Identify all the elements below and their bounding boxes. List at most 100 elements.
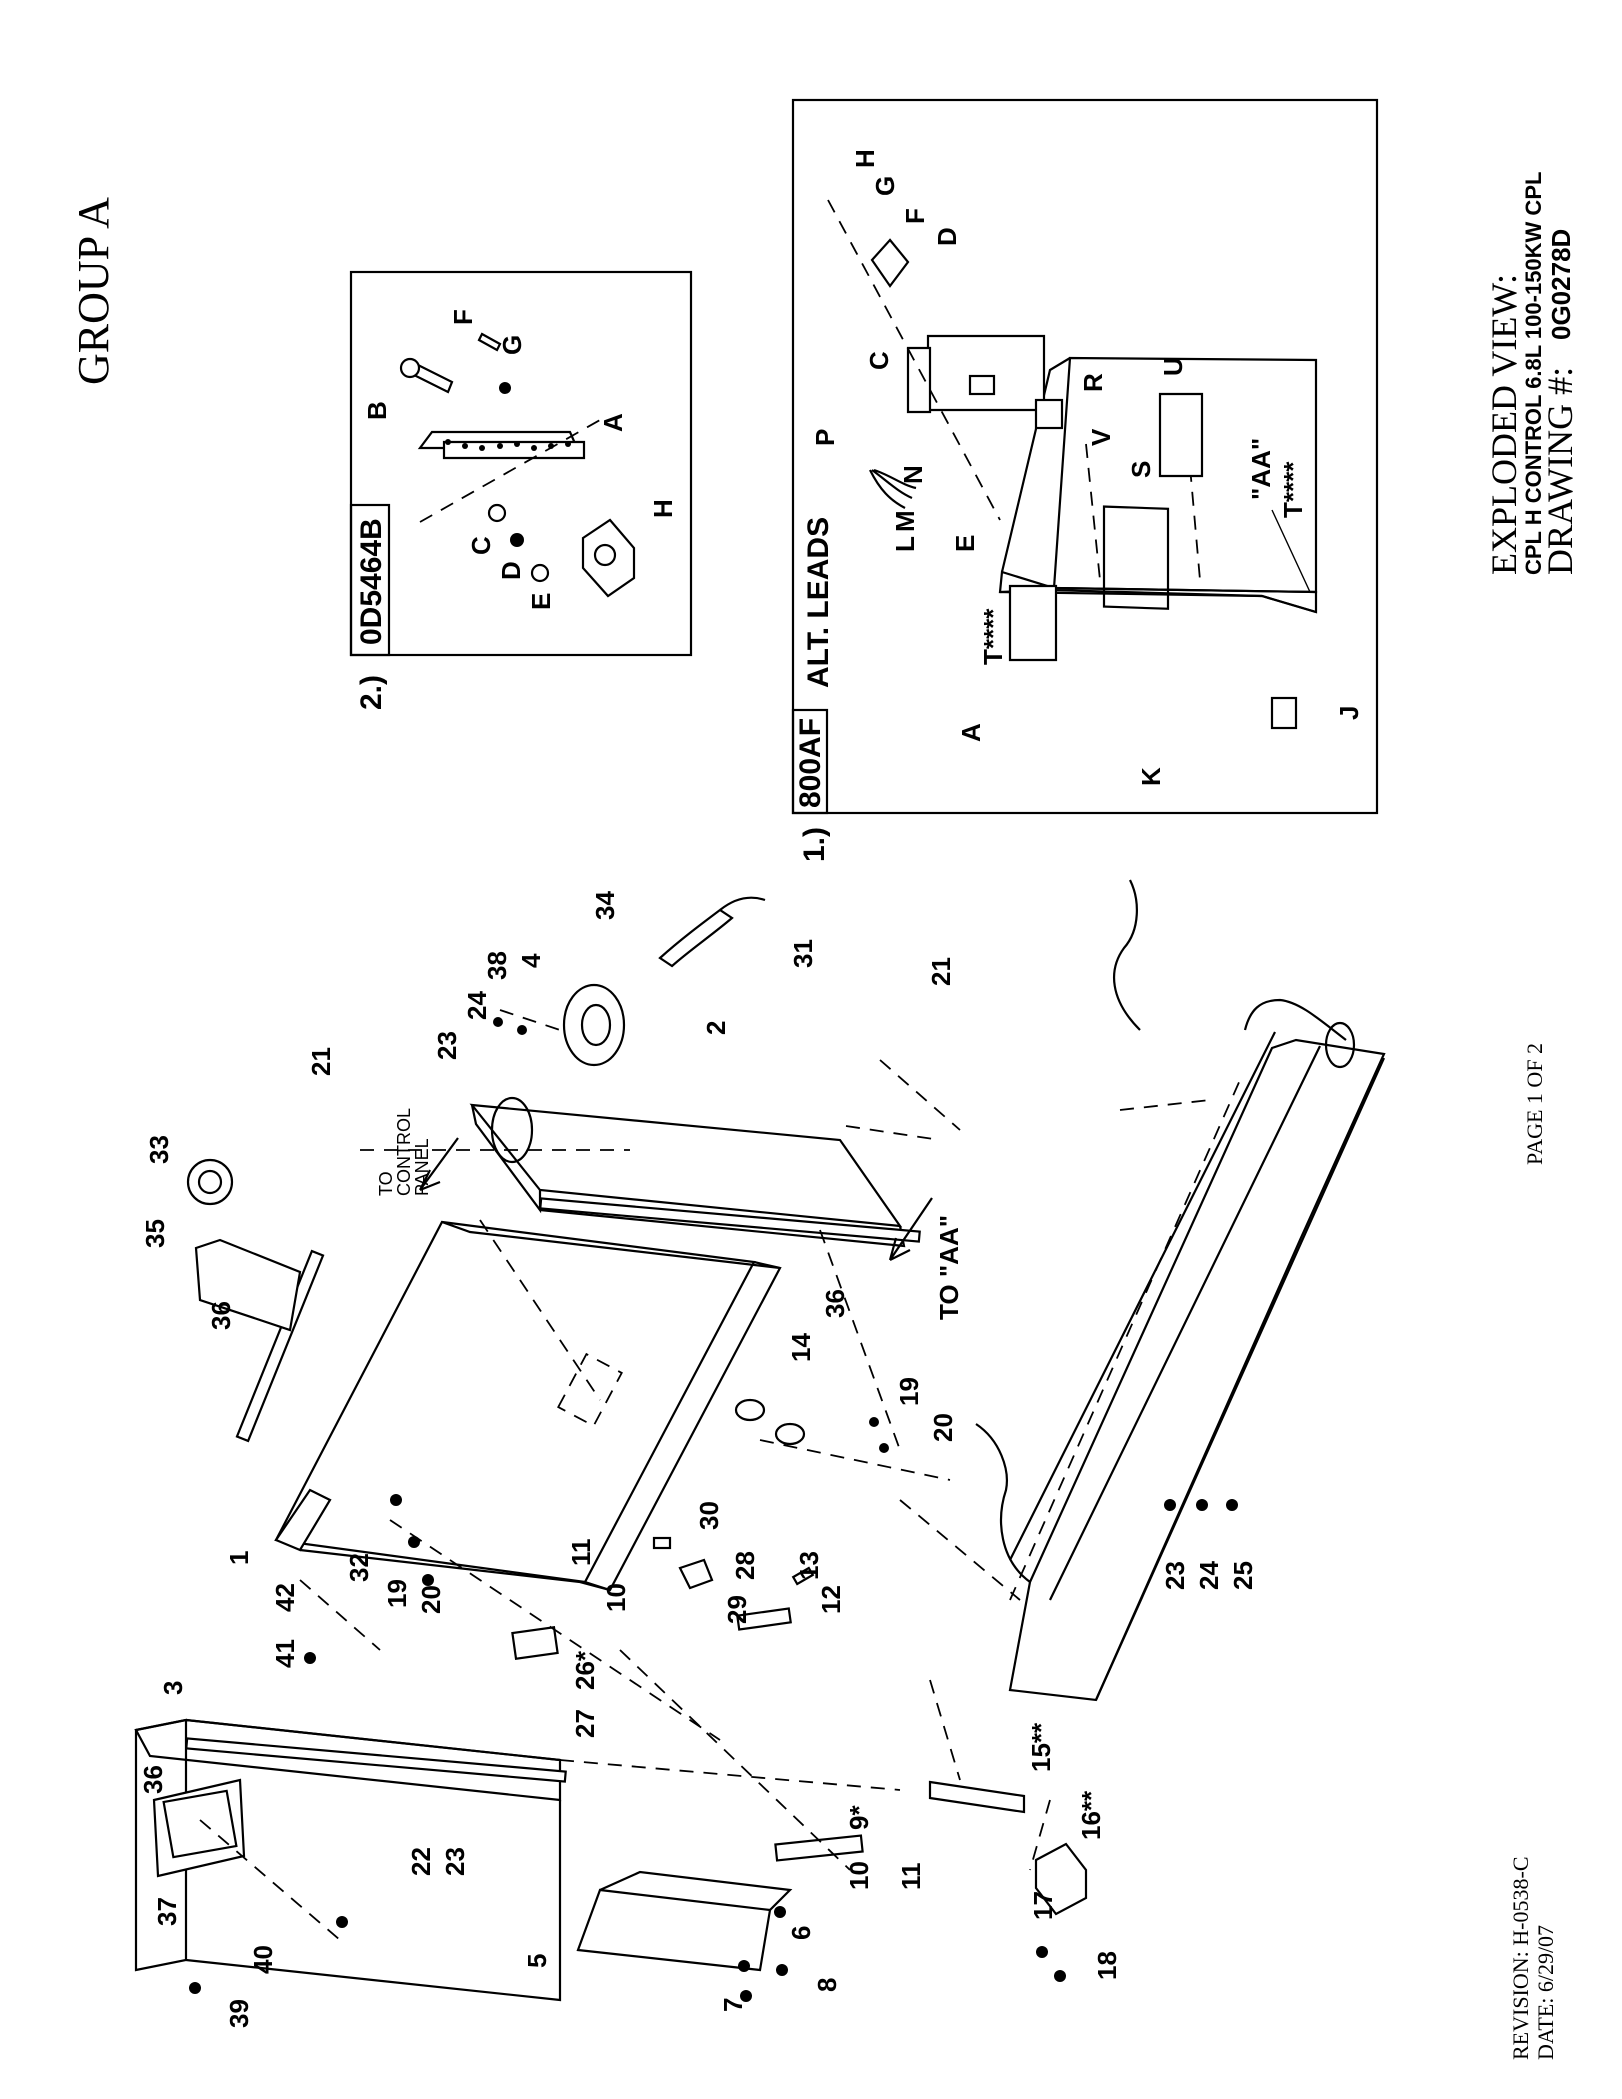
inset-800AF: 800AF 1.) ALT. LEADS "AA" H G F D C (791, 98, 1379, 862)
inset-1-leader-aa (1271, 509, 1311, 593)
callout-23b: 23 (440, 1847, 470, 1876)
inset-0D5464B: 0D5464B 2.) B F G A C D E H (349, 270, 693, 710)
callout-18: 18 (1092, 1951, 1122, 1980)
grommet-33-inner (197, 1169, 223, 1195)
date-text: DATE: 6/29/07 (1533, 1925, 1558, 2060)
callout-22: 22 (406, 1847, 436, 1876)
callout-9: 9* (844, 1805, 874, 1830)
inset-1-code: 800AF (794, 718, 827, 808)
inset-1-label-f: F (900, 208, 930, 224)
callout-41: 41 (270, 1639, 300, 1668)
callout-23a: 23 (432, 1031, 462, 1060)
assembly-line-12 (819, 1229, 901, 1451)
callout-42: 42 (270, 1583, 300, 1612)
meter-37-face (162, 1789, 238, 1859)
part-30 (652, 1536, 672, 1550)
title-line-1: EXPLODED VIEW: (1484, 274, 1524, 575)
inset-1-label-v: V (1086, 428, 1116, 446)
callout-17: 17 (1028, 1891, 1058, 1920)
enclosure-dash-cutout (557, 1352, 623, 1428)
inset-1-breaker-body (926, 334, 1046, 412)
inset-1-alt-leads-wires (869, 468, 917, 509)
callout-13: 13 (794, 1551, 824, 1580)
plate-35 (194, 1238, 302, 1332)
assembly-line-3 (879, 1059, 961, 1131)
inset-1-block-u (1158, 392, 1204, 478)
callout-35: 35 (140, 1219, 170, 1248)
hardware-dots (189, 1017, 1238, 2002)
callout-12: 12 (816, 1585, 846, 1614)
inset-1-block-t (1008, 584, 1058, 662)
callout-4: 4 (516, 953, 546, 968)
inset-2-label-c: C (466, 536, 496, 555)
callout-21a: 21 (306, 1047, 336, 1076)
callout-15: 15** (1026, 1722, 1056, 1772)
callout-8: 8 (812, 1978, 842, 1992)
grommet-4-inner (580, 1003, 612, 1047)
inset-1-label-r: R (1078, 373, 1108, 392)
callout-33: 33 (144, 1135, 174, 1164)
assembly-line-4 (845, 1125, 941, 1141)
inset-1-label-e: E (950, 535, 980, 552)
terminal-strip-12 (736, 1607, 792, 1631)
side-panel-3-body (134, 1718, 562, 2002)
base-frame (975, 879, 1386, 1702)
callout-19a: 19 (382, 1579, 412, 1608)
base-frame-dash-2 (1119, 1099, 1211, 1111)
main-exploded-view: TO CONTROL PANEL TO "AA" 1 2 3 4 5 6 7 8… (134, 879, 1386, 2028)
callout-20b: 20 (928, 1413, 958, 1442)
inset-2-strip-holes (445, 439, 571, 451)
inset-2-nut-e (530, 563, 550, 583)
title-line-3-label: DRAWING #: (1540, 367, 1580, 575)
inset-1-cutout-k (1102, 505, 1170, 610)
callout-10b: 10 (844, 1861, 874, 1890)
inset-2-prefix: 2.) (355, 675, 388, 710)
inset-1-label-n: N (898, 465, 928, 484)
enclosure-side (299, 1548, 611, 1592)
callout-36c: 36 (138, 1765, 168, 1794)
inset-1-label-k: K (1136, 767, 1166, 786)
enclosure-front-face (274, 1220, 756, 1584)
assembly-line-6 (389, 1519, 721, 1741)
grommet-4 (562, 983, 626, 1067)
revision-text: REVISION: H-0538-C (1508, 1857, 1533, 2061)
callout-11a: 11 (566, 1539, 596, 1567)
inset-2-washer-c (487, 503, 507, 523)
inset-2-centerline (419, 419, 601, 523)
callout-24b: 24 (1194, 1561, 1224, 1590)
inset-2-washer-g (499, 382, 511, 394)
inset-2-label-g: G (497, 335, 527, 355)
callout-29: 29 (722, 1595, 752, 1624)
inset-2-washer-d (510, 533, 524, 547)
base-frame-rail (1008, 1038, 1386, 1702)
inset-2-label-d: D (496, 561, 526, 580)
inset-2-label-h: H (648, 499, 678, 518)
title-block: EXPLODED VIEW: CPL H CONTROL 6.8L 100-15… (1484, 172, 1580, 575)
inset-1-label-d: D (932, 227, 962, 246)
callout-14: 14 (786, 1333, 816, 1362)
inset-2-code-box (349, 503, 391, 657)
inset-1-label-t-left: T**** (978, 608, 1008, 665)
inset-1-aa-tag: "AA" (1246, 438, 1276, 500)
grommet-33 (186, 1158, 234, 1206)
callout-36b: 36 (820, 1289, 850, 1318)
callout-31: 31 (788, 939, 818, 968)
assembly-line-10 (899, 1499, 1021, 1601)
inset-2-label-a: A (598, 413, 628, 432)
inset-1-label-p: P (810, 429, 840, 446)
strip-36-right (539, 1197, 921, 1243)
base-frame-break-3 (1243, 998, 1347, 1041)
bracket-5-flange (599, 1870, 793, 1911)
assembly-line-14 (299, 1579, 381, 1651)
inset-1-clip-d (870, 238, 910, 288)
callout-1: 1 (224, 1551, 254, 1565)
callout-19b: 19 (894, 1377, 924, 1406)
inset-2-bolt-b-head (399, 357, 421, 379)
inset-1-breaker-handle (968, 374, 996, 396)
side-panel-2-hole (490, 1096, 534, 1164)
strip-36-left (185, 1737, 567, 1783)
inset-2-label-b: B (362, 401, 392, 420)
inset-1-frame (791, 98, 1379, 815)
inset-1-terminal-c (906, 346, 932, 414)
inset-1-prefix: 1.) (798, 827, 831, 862)
